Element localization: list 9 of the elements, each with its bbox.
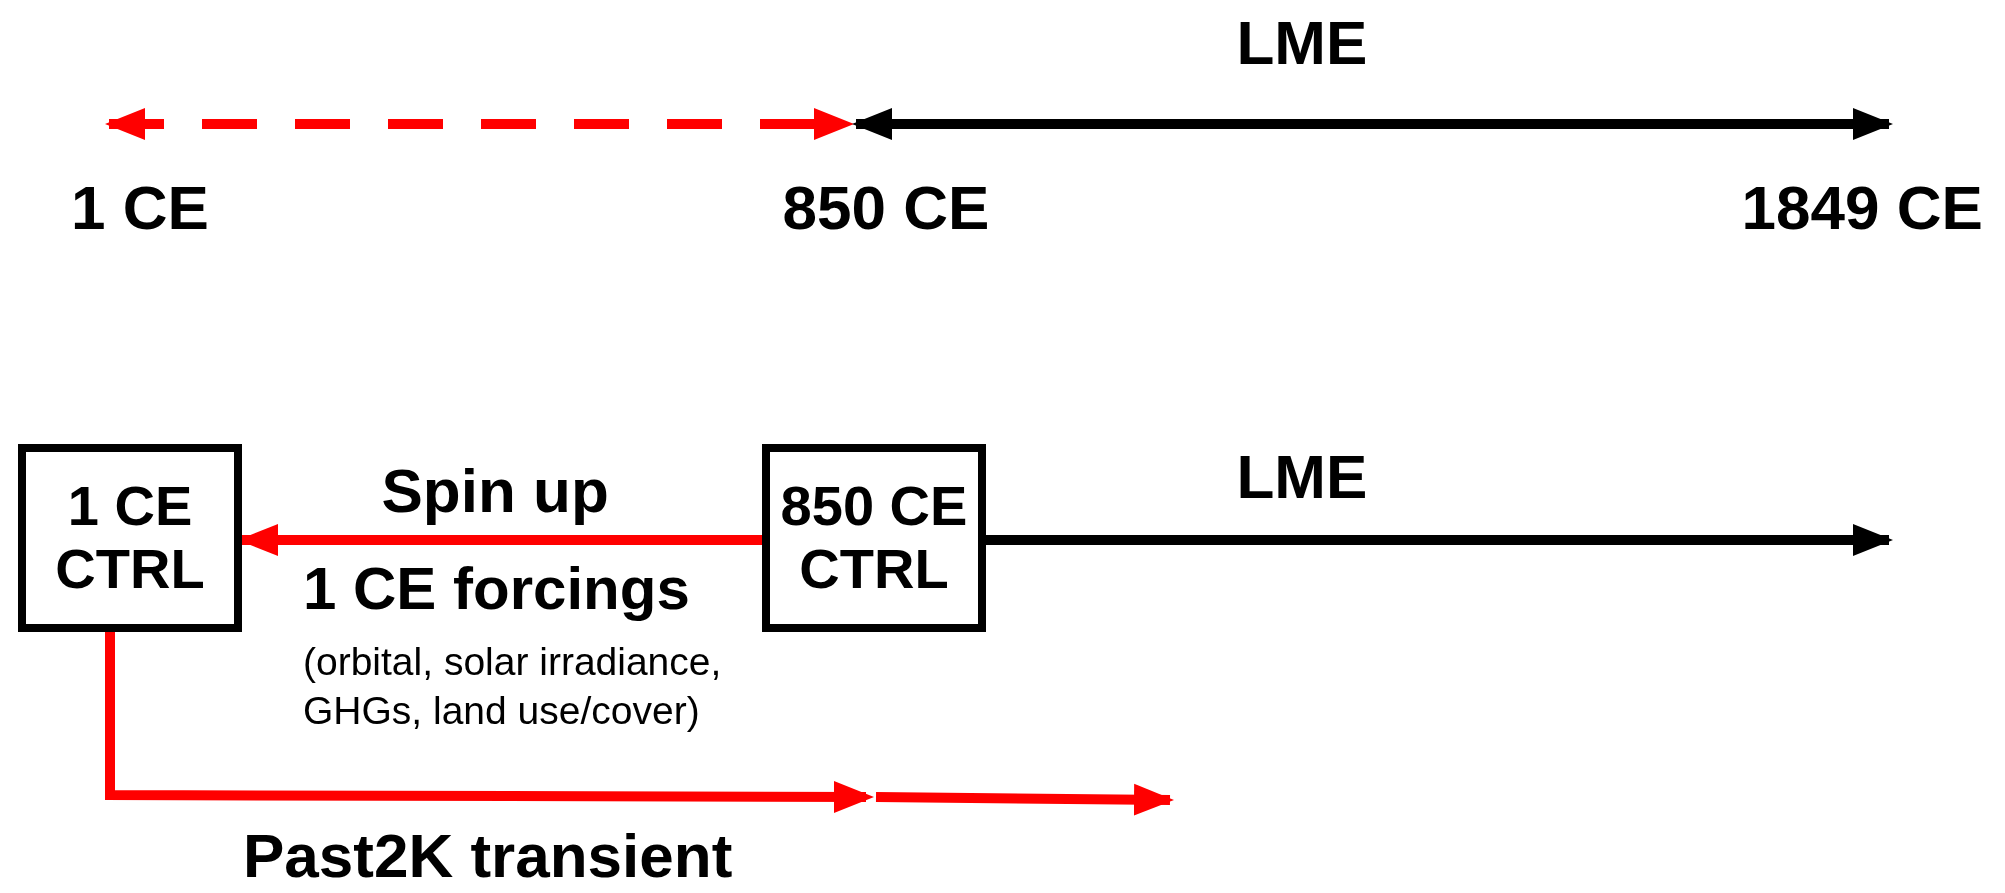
annotation-text: 1 CE forcings (303, 556, 690, 622)
process-box (18, 444, 242, 632)
box-label: 850 CE CTRL (779, 475, 969, 601)
process-box (762, 444, 986, 632)
note-text: (orbital, solar irradiance, GHGs, land use/cover) (303, 639, 723, 734)
timeline-label: 1 CE (71, 173, 209, 242)
timeline-label: 1849 CE (1741, 173, 1983, 242)
box-label: 1 CE CTRL (54, 475, 206, 601)
timeline-label: 850 CE (782, 173, 990, 242)
